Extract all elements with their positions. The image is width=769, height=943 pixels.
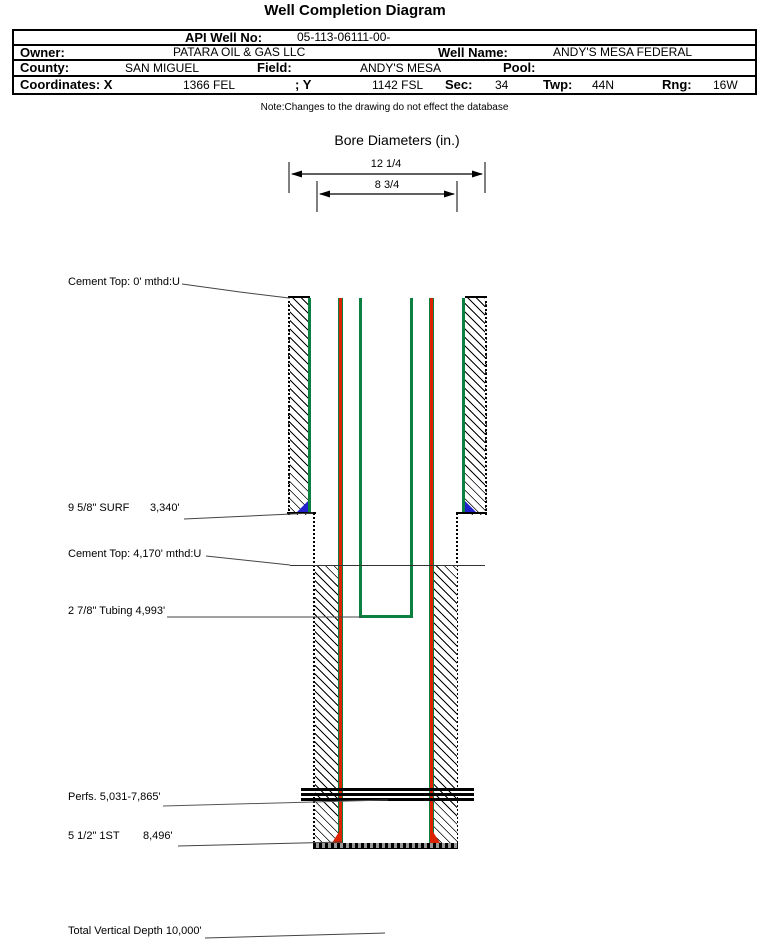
cement-top-production-label: Cement Top: 4,170' mthd:U [68,548,202,560]
tubing-label: 2 7/8" Tubing 4,993' [68,605,166,617]
bore-diameters-title: Bore Diameters (in.) [334,132,460,148]
production-cement-left [315,565,338,843]
tubing-bottom [359,615,413,618]
county-label: County: [20,60,70,75]
production-casing-right [429,298,434,843]
production-casing-left [338,298,343,843]
county-value: SAN MIGUEL [125,61,200,75]
surface-cement-left [288,296,310,515]
rng-value: 16W [713,78,738,92]
field-label: Field: [257,60,292,75]
well-name-label: Well Name: [438,45,508,60]
perforation-bar [301,793,474,796]
twp-value: 44N [592,78,615,92]
table-row-api: API Well No: 05-113-06111-00- [14,30,755,45]
coordinate-x-value: 1366 FEL [183,78,236,92]
bore-diameter-outer-value: 12 1/4 [370,158,402,170]
api-well-no-value: 05-113-06111-00- [297,30,391,44]
production-shoe-left-icon [332,827,342,843]
surface-shoe-left-icon [297,501,308,512]
borehole-wall-left [313,513,315,843]
leader-cement-top-surface [181,283,290,299]
table-row-county: County: SAN MIGUEL Field: ANDY'S MESA Po… [14,59,755,75]
cement-top-surface-label: Cement Top: 0' mthd:U [68,276,180,288]
page-title: Well Completion Diagram [264,2,446,19]
field-value: ANDY'S MESA [360,61,441,75]
production-casing-depth: 8,496' [143,830,173,842]
bore-diameter-inner-value: 8 3/4 [374,179,400,191]
perforation-bar [301,788,474,791]
well-bottom-plug [313,843,458,849]
dim-arrowhead-icon [291,170,302,178]
coordinate-y-value: 1142 FSL [372,78,424,92]
sec-label: Sec: [445,77,473,92]
pool-label: Pool: [503,60,536,75]
dim-arrowhead-icon [319,190,330,198]
surface-casing-label: 9 5/8" SURF [68,502,130,514]
twp-label: Twp: [543,77,573,92]
sec-value: 34 [495,78,509,92]
coordinates-label: Coordinates: X [20,77,113,92]
surface-casing-depth: 3,340' [150,502,180,514]
leader-total-vertical-depth [204,932,386,939]
owner-value: PATARA OIL & GAS LLC [173,45,306,59]
perforation-bar [301,798,474,801]
api-well-no-label: API Well No: [185,30,263,45]
production-shoe-right-icon [430,827,440,843]
dim-arrowhead-icon [444,190,455,198]
surface-shoe-right-icon [465,501,476,512]
total-vertical-depth-label: Total Vertical Depth 10,000' [68,925,202,937]
production-casing-label: 5 1/2" 1ST [68,830,120,842]
coordinate-y-label: ; Y [295,77,312,92]
production-cement-right [434,565,457,843]
leader-cement-top-production [205,555,291,566]
owner-label: Owner: [20,45,65,60]
well-info-table: API Well No: 05-113-06111-00- Owner: PAT… [12,29,757,95]
rng-label: Rng: [662,77,692,92]
perfs-label: Perfs. 5,031-7,865' [68,791,161,803]
surface-cement-right [465,296,487,515]
database-note: Note:Changes to the drawing do not effec… [260,102,509,113]
tubing-right [410,298,413,618]
surface-casing-right [462,298,465,513]
tubing-left [359,298,362,618]
well-name-value: ANDY'S MESA FEDERAL [553,45,692,59]
table-row-owner: Owner: PATARA OIL & GAS LLC Well Name: A… [14,44,755,59]
table-row-coordinates: Coordinates: X 1366 FEL ; Y 1142 FSL Sec… [14,75,755,93]
surface-casing-left [308,298,311,513]
borehole-wall-right [456,513,458,843]
dim-arrowhead-icon [472,170,483,178]
